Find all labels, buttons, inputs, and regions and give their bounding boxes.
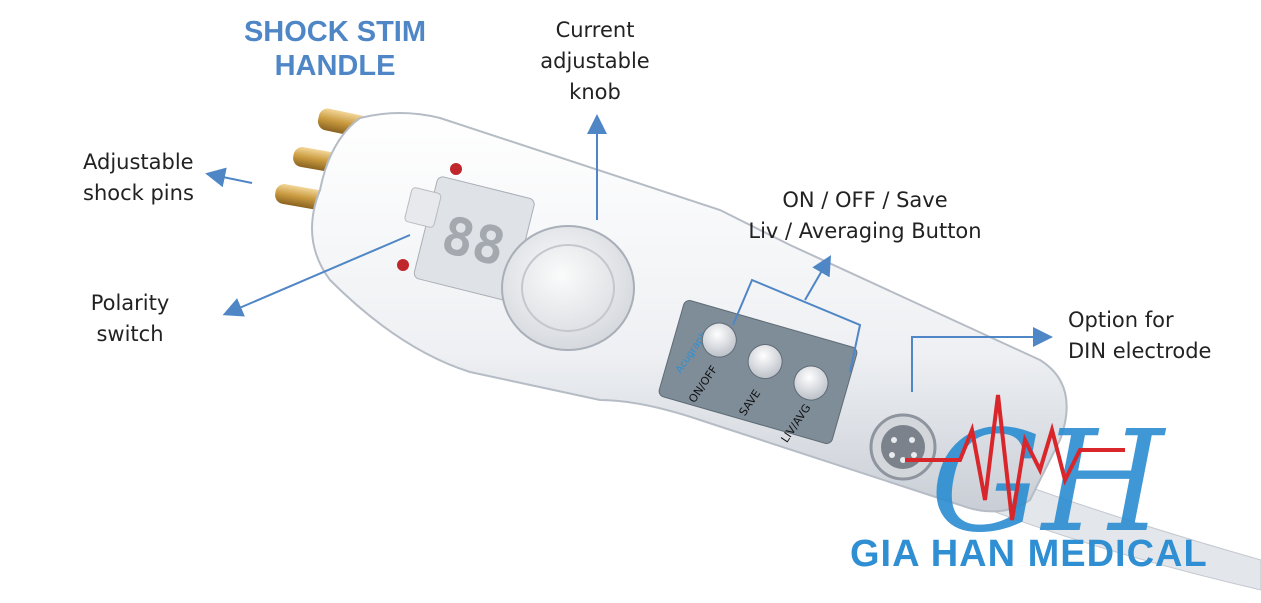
button-panel: Acugraph ON/OFF SAVE LIV/AVG: [658, 300, 858, 445]
polarity-switch[interactable]: [404, 187, 442, 228]
liv-avg-button[interactable]: [790, 362, 832, 404]
label-polarity-line-1: Polarity: [90, 291, 170, 315]
label-knob: Current adjustable knob: [520, 15, 670, 108]
on-off-button[interactable]: [698, 319, 740, 361]
arrow-right-icon: [911, 327, 1053, 392]
arrow-up-icon: [804, 255, 832, 301]
label-din-line-2: DIN electrode: [1068, 339, 1212, 363]
title-line-2: HANDLE: [274, 50, 396, 82]
label-din-line-1: Option for: [1068, 308, 1174, 332]
ecg-line-icon: [905, 394, 1125, 521]
title-line-1: SHOCK STIM: [243, 16, 427, 48]
label-buttons-line-1: ON / OFF / Save: [782, 188, 948, 212]
current-knob[interactable]: [501, 225, 635, 351]
svg-text:88: 88: [436, 205, 511, 278]
led-indicator-icon: [397, 259, 409, 271]
label-polarity-line-2: switch: [96, 322, 164, 346]
device-cable: [989, 479, 1261, 591]
din-socket-icon: [869, 413, 937, 481]
label-din: Option for DIN electrode: [1068, 305, 1211, 367]
label-pins-line-2: shock pins: [83, 181, 194, 205]
label-knob-line-1: Current: [555, 18, 635, 42]
arrow-left-icon: [222, 234, 411, 317]
label-pins-line-1: Adjustable: [83, 150, 194, 174]
label-knob-line-3: knob: [569, 80, 621, 104]
arrow-left-icon: [205, 167, 253, 188]
brand-logo: GH: [905, 394, 1167, 564]
save-button[interactable]: [744, 341, 786, 383]
label-shock-pins: Adjustable shock pins: [83, 147, 194, 209]
brand-name-text: GIA HAN MEDICAL: [850, 533, 1208, 575]
label-buttons-line-2: Liv / Averaging Button: [748, 219, 982, 243]
shock-pin: [275, 184, 327, 210]
button-callout-bracket: [732, 278, 862, 373]
label-knob-line-2: adjustable: [540, 49, 650, 73]
diagram-title: SHOCK STIM HANDLE: [210, 15, 460, 83]
brand-logo-letters: GH: [930, 401, 1167, 564]
label-buttons: ON / OFF / Save Liv / Averaging Button: [735, 185, 995, 247]
label-polarity: Polarity switch: [80, 288, 180, 350]
led-indicator-icon: [450, 163, 462, 175]
